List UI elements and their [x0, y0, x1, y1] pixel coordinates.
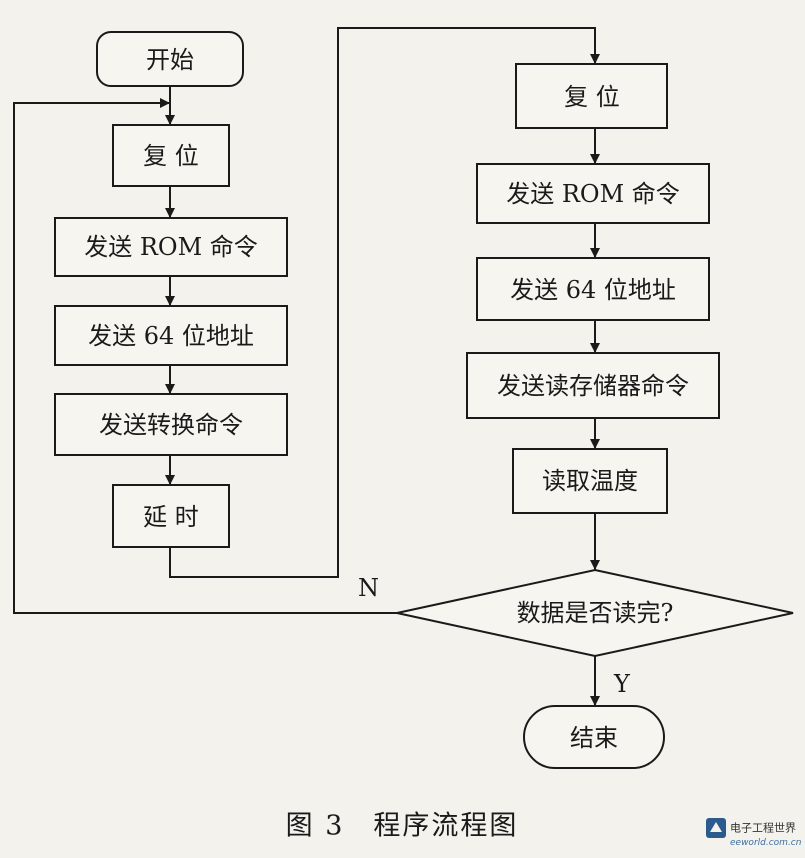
start-terminal — [96, 31, 244, 87]
watermark-logo: 电子工程世界 eeworld.com.cn — [706, 818, 802, 848]
end-terminal — [523, 705, 665, 769]
branch-label-yes: Y — [613, 670, 631, 698]
send-addr-box-left — [54, 305, 288, 366]
decision-diamond — [396, 568, 794, 658]
send-addr-box-right — [476, 257, 710, 321]
reset-label-right: 复 位 — [564, 83, 620, 111]
reset-box-left — [112, 124, 230, 187]
send-rom-label-left: 发送 ROM 命令 — [84, 233, 258, 261]
edge-delay-to-right — [169, 27, 600, 578]
send-convert-label: 发送转换命令 — [99, 411, 243, 439]
start-label: 开始 — [146, 46, 194, 74]
reset-box-right — [515, 63, 668, 129]
branch-label-no: N — [358, 574, 379, 602]
delay-box — [112, 484, 230, 548]
end-label: 结束 — [570, 724, 618, 752]
send-addr-label-right: 发送 64 位地址 — [510, 276, 676, 304]
delay-label: 延 时 — [143, 503, 199, 531]
send-rom-label-right: 发送 ROM 命令 — [506, 180, 680, 208]
figure-caption: 图 3 程序流程图 — [286, 811, 519, 842]
reset-label-left: 复 位 — [143, 142, 199, 170]
send-addr-label-left: 发送 64 位地址 — [88, 322, 254, 350]
edge-decision-no-loop — [13, 98, 397, 614]
decision-label: 数据是否读完? — [517, 599, 674, 627]
send-convert-box — [54, 393, 288, 456]
watermark-site: eeworld.com.cn — [730, 838, 802, 848]
send-rom-box-right — [476, 163, 710, 224]
send-read-mem-box — [466, 352, 720, 419]
send-rom-box-left — [54, 217, 288, 277]
read-temp-label: 读取温度 — [542, 467, 638, 495]
read-temp-box — [512, 448, 668, 514]
send-read-mem-label: 发送读存储器命令 — [497, 372, 689, 400]
watermark-title: 电子工程世界 — [730, 822, 796, 835]
